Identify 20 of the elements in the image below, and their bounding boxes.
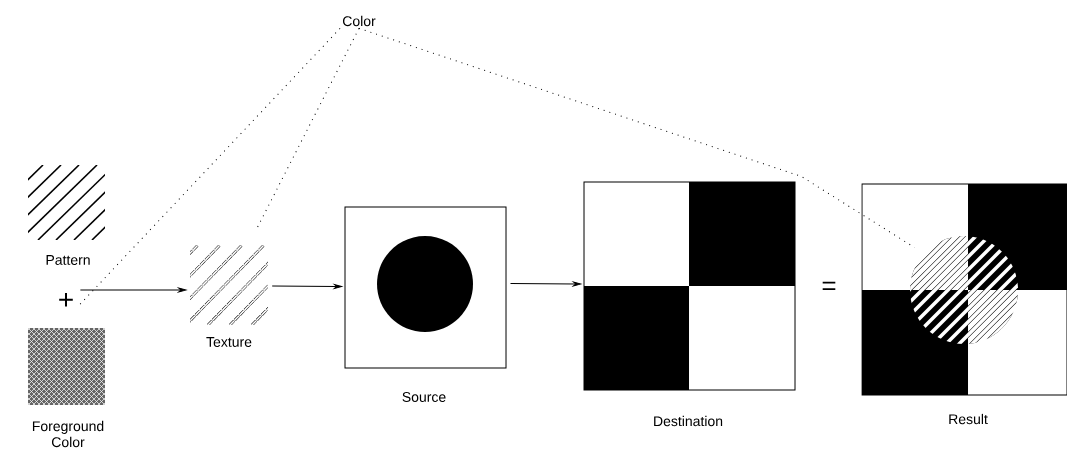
node-label: Result: [949, 413, 988, 425]
texture-drawing: [190, 245, 268, 325]
node-label: Texture: [206, 337, 252, 347]
node-label: Source: [402, 392, 446, 402]
pattern-drawing: [28, 165, 105, 240]
equals-sign: =: [822, 281, 836, 290]
arrow: [79, 287, 187, 293]
dotted-line: [358, 27, 915, 248]
plus-sign: +: [59, 292, 73, 307]
node-label: Pattern: [46, 255, 90, 265]
destination-drawing: [583, 181, 796, 391]
source-drawing: [344, 206, 507, 369]
foreground-color-drawing: [28, 328, 105, 405]
node-label: Foreground Color: [32, 420, 104, 448]
label-text: Color: [343, 15, 376, 27]
arrow: [271, 284, 343, 289]
result-drawing: [861, 183, 1067, 396]
arrow: [510, 281, 582, 287]
dotted-line: [78, 27, 341, 306]
node-label: Destination: [654, 415, 723, 427]
